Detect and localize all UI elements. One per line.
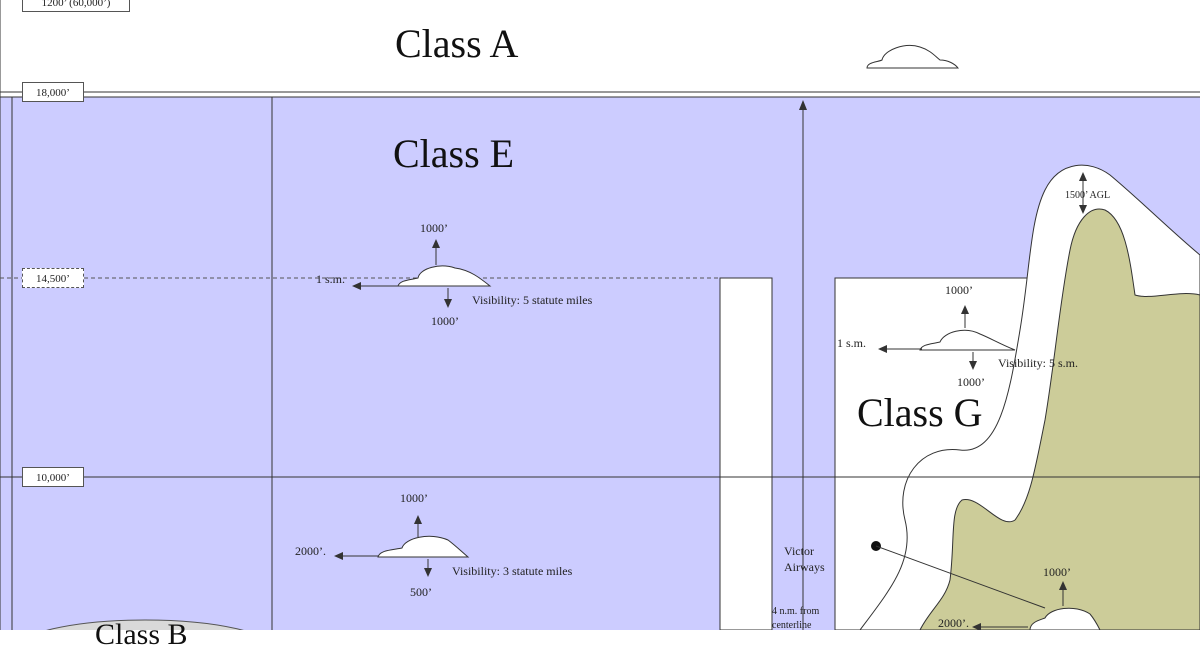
altitude-label-18000: 18,000’ [22, 82, 84, 102]
class-e-upper-visibility: Visibility: 5 statute miles [472, 293, 593, 307]
class-g-lower-horizontal: 2000’. [938, 616, 969, 630]
arrow-left-icon [352, 282, 361, 290]
class-a-label: Class A [395, 21, 519, 66]
class-b-label: Class B [95, 618, 188, 651]
cloud-icon [377, 535, 470, 558]
altitude-label-10000: 10,000’ [22, 467, 84, 487]
arrow-up-icon [414, 515, 422, 524]
class-e-lower-horizontal: 2000’. [295, 544, 326, 558]
cloud-icon [397, 265, 492, 287]
arrow-left-icon [878, 345, 887, 353]
arrow-left-icon [334, 552, 343, 560]
airway-arrow-icon [799, 100, 807, 110]
airspace-diagram [0, 0, 1200, 630]
arrow-up-icon [961, 305, 969, 314]
arrow-down-icon [424, 568, 432, 577]
arrow-up-icon [1059, 581, 1067, 590]
airways-width-line1: 4 n.m. from [772, 606, 820, 617]
class-e-lower-below: 500’ [410, 585, 432, 599]
arrow-down-icon [444, 299, 452, 308]
class-g-upper-horizontal: 1 s.m. [837, 336, 867, 350]
class-e-label: Class E [393, 131, 515, 176]
class-e-upper-above: 1000’ [420, 221, 448, 235]
cloud-icon [866, 45, 960, 69]
class-g-upper-above: 1000’ [945, 283, 973, 297]
class-e-lower-above: 1000’ [400, 491, 428, 505]
class-g-lower-above: 1000’ [1043, 565, 1071, 579]
class-g-upper-below: 1000’ [957, 375, 985, 389]
class-e-upper-horizontal: 1 s.m. [316, 272, 346, 286]
arrow-down-icon [969, 361, 977, 370]
airways-title-line2: Airways [784, 560, 825, 574]
airways-title-line1: Victor [784, 544, 814, 558]
arrow-down-icon [1079, 205, 1087, 214]
white-corridor [719, 277, 773, 630]
cloud-icon [919, 329, 1016, 351]
cloud-icon [1029, 607, 1101, 630]
altitude-label-top: 1200’ (60,000’) [22, 0, 130, 12]
agl-label: 1500’ AGL [1065, 190, 1111, 201]
arrow-up-icon [1079, 172, 1087, 181]
class-e-upper-below: 1000’ [431, 314, 459, 328]
arrow-up-icon [432, 239, 440, 248]
airways-width-line2: centerline [772, 620, 812, 631]
class-b-region [46, 619, 244, 630]
class-g-upper-visibility: Visibility: 5 s.m. [998, 356, 1078, 370]
class-e-lower-visibility: Visibility: 3 statute miles [452, 564, 573, 578]
altitude-label-14500: 14,500’ [22, 268, 84, 288]
arrow-left-icon [972, 623, 981, 630]
terrain [919, 208, 1200, 630]
class-g-label: Class G [857, 390, 983, 435]
